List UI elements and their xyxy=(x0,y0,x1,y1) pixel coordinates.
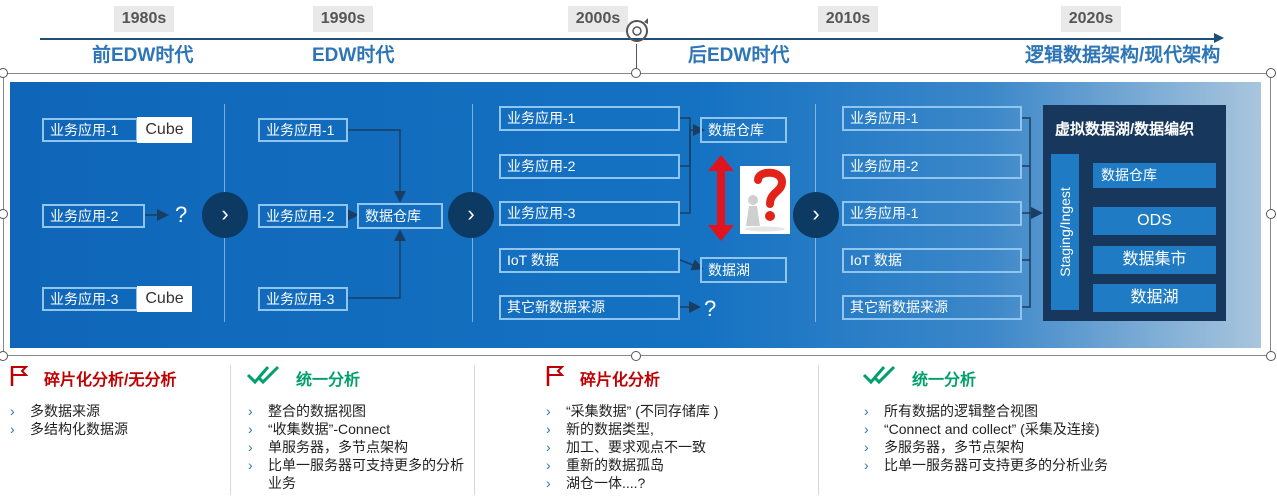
column-separator xyxy=(474,365,475,495)
source-box: 业务应用-2 xyxy=(499,154,680,179)
summary-item: “采集数据” (不同存储库 ) xyxy=(544,402,804,420)
flag-icon xyxy=(546,366,564,386)
summary-list: 整合的数据视图 “收集数据”-Connect 单服务器，多节点架构 比单一服务器… xyxy=(246,402,466,492)
double-arrow-icon xyxy=(708,155,734,241)
staging-label: Staging/Ingest xyxy=(1057,187,1073,277)
summary-heading: 碎片化分析 xyxy=(580,372,661,389)
app-box: 业务应用-3 xyxy=(258,287,348,311)
source-box: 业务应用-3 xyxy=(499,201,680,226)
column-separator xyxy=(230,365,231,495)
warehouse-box: 数据仓库 xyxy=(700,117,787,143)
app-box: 业务应用-1 xyxy=(258,118,348,142)
lake-box: 数据湖 xyxy=(700,257,787,283)
summary-item: 多数据来源 xyxy=(8,402,218,420)
era-label: 前EDW时代 xyxy=(92,45,194,66)
next-chevron-icon: › xyxy=(448,192,494,238)
year-label: 2020s xyxy=(1061,6,1121,32)
summary-item: 多服务器，多节点架构 xyxy=(862,438,1202,456)
summary-item: 重新的数据孤岛 xyxy=(544,456,804,474)
source-box: 业务应用-2 xyxy=(842,154,1022,179)
source-box: 业务应用-1 xyxy=(499,106,680,131)
era-label: 逻辑数据架构/现代架构 xyxy=(1025,45,1221,66)
rotate-handle-icon[interactable] xyxy=(622,14,652,48)
year-label: 2000s xyxy=(568,6,628,32)
target-box: 数据集市 xyxy=(1093,246,1216,274)
source-box: IoT 数据 xyxy=(499,248,680,273)
flag-icon xyxy=(10,366,28,386)
source-box: 其它新数据来源 xyxy=(842,295,1022,320)
next-chevron-icon: › xyxy=(793,192,839,238)
app-box: 业务应用-3 xyxy=(42,287,138,311)
summary-list: 所有数据的逻辑整合视图 “Connect and collect” (采集及连接… xyxy=(862,402,1202,474)
double-check-icon xyxy=(862,365,896,385)
cube-box: Cube xyxy=(137,286,192,312)
summary-item: “收集数据”-Connect xyxy=(246,420,466,438)
summary-heading: 统一分析 xyxy=(296,372,361,389)
source-box: 业务应用-1 xyxy=(842,106,1022,131)
app-box: 业务应用-1 xyxy=(42,118,138,142)
year-label: 1990s xyxy=(313,6,373,32)
resize-handle[interactable] xyxy=(0,209,8,219)
target-box: 数据仓库 xyxy=(1093,163,1216,188)
summary-item: 单服务器，多节点架构 xyxy=(246,438,466,456)
target-box: 数据湖 xyxy=(1093,284,1216,312)
year-label: 2010s xyxy=(818,6,878,32)
app-box: 业务应用-2 xyxy=(42,204,145,228)
resize-handle[interactable] xyxy=(1266,68,1276,78)
rotate-connector xyxy=(636,44,637,70)
source-box: 其它新数据来源 xyxy=(499,295,680,320)
summary-item: 所有数据的逻辑整合视图 xyxy=(862,402,1202,420)
app-box: 业务应用-2 xyxy=(258,204,348,228)
warehouse-box: 数据仓库 xyxy=(357,203,443,229)
resize-handle[interactable] xyxy=(1266,209,1276,219)
summary-item: 湖仓一体....? xyxy=(544,474,804,492)
staging-bar xyxy=(1051,154,1079,310)
summary-item: 新的数据类型, xyxy=(544,420,804,438)
summary-item: 整合的数据视图 xyxy=(246,402,466,420)
year-label: 1980s xyxy=(114,6,174,32)
question-mark: ? xyxy=(704,296,717,321)
summary-item: “Connect and collect” (采集及连接) xyxy=(862,420,1202,438)
resize-handle[interactable] xyxy=(631,351,641,361)
source-box: IoT 数据 xyxy=(842,248,1022,273)
era-label: 后EDW时代 xyxy=(688,45,790,66)
resize-handle[interactable] xyxy=(631,68,641,78)
resize-handle[interactable] xyxy=(0,351,8,361)
panel-title: 虚拟数据湖/数据编织 xyxy=(1055,121,1195,138)
summary-list: 多数据来源 多结构化数据源 xyxy=(8,402,218,438)
double-check-icon xyxy=(246,365,280,385)
summary-item: 比单一服务器可支持更多的分析业务 xyxy=(246,456,466,492)
source-box: 业务应用-1 xyxy=(842,201,1022,226)
timeline-axis xyxy=(40,38,1216,40)
era-label: EDW时代 xyxy=(312,45,395,66)
question-figure-icon xyxy=(740,166,790,234)
summary-item: 多结构化数据源 xyxy=(8,420,218,438)
column-separator xyxy=(818,365,819,495)
cube-box: Cube xyxy=(137,117,192,143)
summary-heading: 碎片化分析/无分析 xyxy=(44,372,177,389)
summary-item: 比单一服务器可支持更多的分析业务 xyxy=(862,456,1202,474)
summary-list: “采集数据” (不同存储库 ) 新的数据类型, 加工、要求观点不一致 重新的数据… xyxy=(544,402,804,492)
resize-handle[interactable] xyxy=(0,68,8,78)
timeline-arrowhead-icon xyxy=(1214,33,1224,43)
next-chevron-icon: › xyxy=(202,192,248,238)
question-mark: ? xyxy=(175,202,188,227)
summary-heading: 统一分析 xyxy=(912,372,977,389)
summary-item: 加工、要求观点不一致 xyxy=(544,438,804,456)
target-box: ODS xyxy=(1093,207,1216,235)
resize-handle[interactable] xyxy=(1266,351,1276,361)
